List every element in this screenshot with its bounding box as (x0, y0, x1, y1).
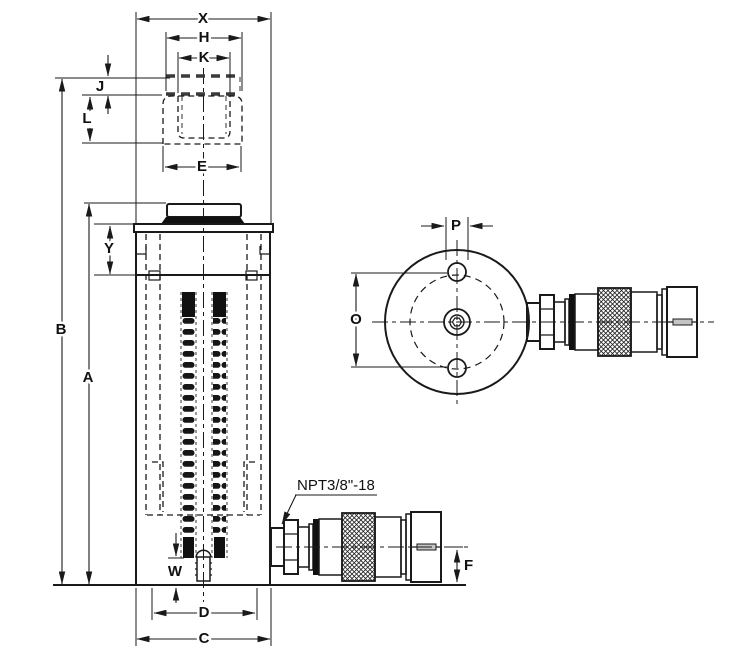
dimension-c: C (135, 588, 272, 649)
dim-label-l: L (82, 110, 91, 127)
dim-label-x: X (198, 10, 208, 27)
spring-coil-right (213, 317, 226, 537)
dimension-f: F (444, 546, 476, 583)
bore-hidden-lines (145, 234, 262, 516)
center-hex-socket (451, 317, 463, 327)
front-view: NPT3/8"-18 (53, 68, 470, 602)
stud-threads (195, 562, 212, 576)
dimension-p: P (421, 214, 493, 260)
dimension-j: J (55, 55, 170, 114)
front-dimensions: X H K J L E B (53, 7, 476, 649)
ext-lines-o (351, 272, 447, 368)
dim-label-a: A (83, 369, 94, 386)
ext-lines-l (82, 94, 163, 144)
spring-coil-left (182, 317, 195, 537)
spring-top-left (182, 292, 195, 317)
dim-label-c: C (199, 630, 210, 647)
dimension-y: Y (94, 223, 135, 276)
spring-bottom-left (183, 537, 194, 558)
dim-label-j: J (96, 78, 104, 95)
mounting-hole-top (447, 262, 467, 282)
spring-top-right (213, 292, 226, 317)
ext-lines-d (151, 588, 258, 620)
spring-edges (180, 292, 228, 558)
return-spring (180, 292, 228, 558)
center-port-outer (443, 308, 471, 336)
ext-lines-h (165, 32, 243, 91)
dim-label-w: W (168, 563, 183, 580)
ext-lines-p (445, 217, 469, 260)
port-note: NPT3/8"-18 (281, 475, 377, 525)
saddle-thread-lines (181, 96, 227, 134)
mounting-hole-bottom (447, 358, 467, 378)
ext-lines-x (135, 12, 272, 224)
ext-lines-e (162, 146, 242, 172)
spring-bottom-right (214, 537, 225, 558)
dimension-a: A (80, 202, 166, 585)
dimension-l: L (80, 94, 163, 144)
saddle-bore (177, 96, 231, 139)
ext-lines-y (94, 223, 135, 276)
dimension-b: B (53, 78, 69, 585)
stud-dome (195, 549, 212, 558)
port-thread-label: NPT3/8"-18 (297, 477, 375, 494)
dimension-e: E (162, 146, 242, 177)
dimension-o: O (348, 272, 447, 368)
dim-label-p: P (451, 217, 461, 234)
center-port-inner (449, 314, 465, 330)
dimension-x: X (135, 7, 272, 224)
dim-label-f: F (464, 557, 473, 574)
dim-label-h: H (199, 29, 210, 46)
dim-label-e: E (197, 158, 207, 175)
dimension-w: W (165, 533, 185, 603)
dimension-k: K (177, 46, 231, 93)
dimension-d: D (151, 588, 258, 623)
saddle-outline (162, 95, 243, 145)
base-stud (195, 549, 212, 582)
note-leader (281, 494, 297, 525)
dim-label-b: B (56, 321, 67, 338)
piston-step (152, 461, 255, 512)
bore-walls (145, 234, 262, 515)
dim-label-d: D (199, 604, 210, 621)
bolt-circle (409, 274, 505, 370)
dimension-h: H (165, 26, 243, 91)
top-view: P O (348, 214, 714, 404)
plunger-top-hidden-lines (166, 74, 240, 96)
dim-label-y: Y (104, 240, 114, 257)
collar-notch-right (245, 270, 258, 281)
dim-label-o: O (350, 311, 362, 328)
ext-lines-k (177, 52, 231, 93)
saddle-seat-band (161, 217, 245, 224)
ext-lines-c (135, 588, 272, 646)
cylinder-outline-top (384, 249, 530, 395)
dim-label-k: K (199, 49, 210, 66)
